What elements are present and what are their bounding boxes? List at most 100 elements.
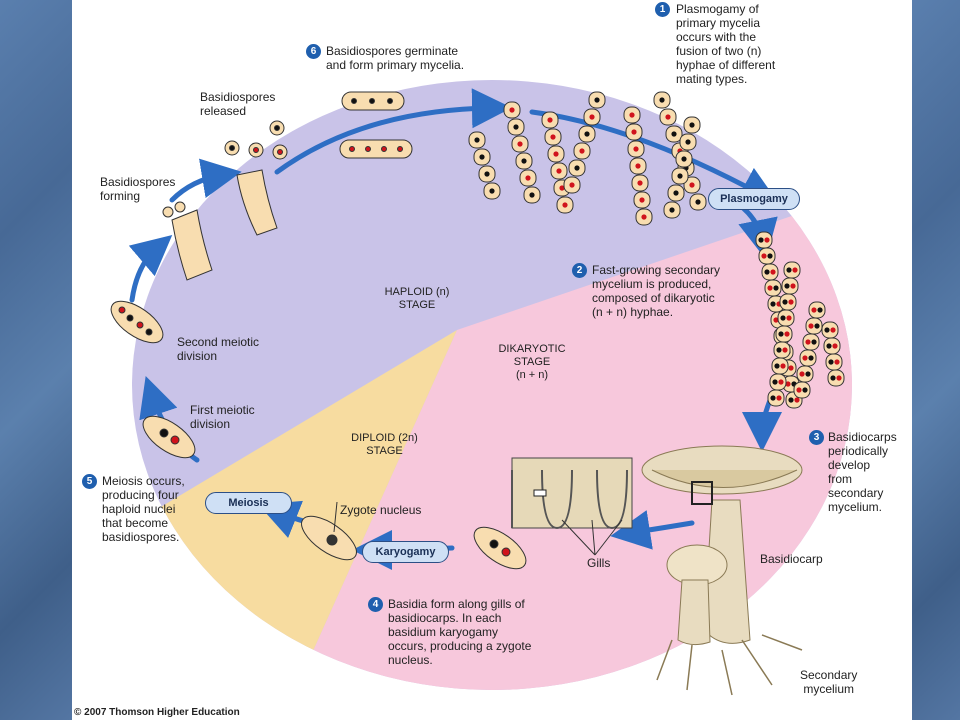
nucleus [594, 97, 600, 103]
nucleus [553, 151, 559, 157]
basidiocarp-label: Basidiocarp [760, 552, 823, 566]
nucleus [695, 199, 701, 205]
nucleus [805, 371, 811, 377]
nucleus [484, 171, 490, 177]
dikaryotic-stage-label: DIKARYOTIC STAGE (n + n) [498, 343, 566, 381]
secondary-hyphae [755, 231, 845, 409]
basidia-group [110, 120, 527, 570]
nucleus [788, 299, 794, 305]
nucleus [828, 359, 834, 365]
nucleus [525, 175, 531, 181]
nucleus [808, 355, 814, 361]
arrow-to-released [169, 158, 242, 203]
nucleus [635, 163, 641, 169]
nucleus [489, 188, 495, 194]
step-5-number: 5 [82, 474, 97, 489]
nucleus [569, 182, 575, 188]
step-4-number: 4 [368, 597, 383, 612]
zygote-nucleus-label: Zygote nucleus [340, 503, 422, 517]
basidiospores-forming-label: Basidiospores forming [100, 175, 176, 203]
copyright-text: © 2007 Thomson Higher Education [74, 707, 240, 718]
life-cycle-diagram: HAPLOID (n) STAGE DIKARYOTIC STAGE (n + … [72, 0, 912, 720]
step-2-text: Fast-growing secondary mycelium is produ… [592, 263, 721, 319]
nucleus [782, 299, 788, 305]
nucleus [669, 207, 675, 213]
nucleus [808, 323, 814, 329]
nucleus [814, 323, 820, 329]
dikaryotic-region [282, 175, 852, 690]
arrow-released-to-germinate [274, 88, 512, 175]
basidiocarp-illustration [641, 445, 803, 696]
hypha-cell [827, 369, 845, 387]
step-5-text: Meiosis occurs, producing four haploid n… [102, 474, 185, 544]
nucleus [811, 307, 817, 313]
nucleus [773, 317, 779, 323]
nucleus [834, 359, 840, 365]
nucleus [633, 146, 639, 152]
diagram-canvas [110, 80, 852, 696]
nucleus [772, 379, 778, 385]
nucleus [784, 283, 790, 289]
nucleus [780, 315, 786, 321]
nucleus [521, 158, 527, 164]
nucleus [778, 379, 784, 385]
nucleus [767, 285, 773, 291]
nucleus [584, 131, 590, 137]
nucleus [786, 315, 792, 321]
leader-lines [333, 501, 623, 556]
slide-background-left [0, 0, 72, 720]
nucleus [529, 192, 535, 198]
nucleus [817, 307, 823, 313]
nucleus [479, 154, 485, 160]
nucleus [788, 397, 794, 403]
nucleus [794, 397, 800, 403]
nucleus [689, 182, 695, 188]
nucleus [799, 371, 805, 377]
primary-hyphae [468, 91, 707, 226]
nucleus [770, 269, 776, 275]
gills-illustration [511, 457, 633, 530]
nucleus [792, 267, 798, 273]
nucleus [788, 365, 794, 371]
basidiospores-released-label: Basidiospores released [200, 90, 276, 118]
germinating-spores [339, 91, 413, 159]
nucleus [574, 165, 580, 171]
nucleus [474, 137, 480, 143]
nucleus [785, 381, 791, 387]
nucleus [790, 283, 796, 289]
hypha-cell [767, 389, 785, 407]
nucleus [758, 237, 764, 243]
nucleus [830, 327, 836, 333]
nucleus [677, 173, 683, 179]
second-meiotic-label: Second meiotic division [177, 335, 260, 363]
nucleus [832, 343, 838, 349]
nucleus [824, 327, 830, 333]
nucleus [641, 214, 647, 220]
nucleus [659, 97, 665, 103]
nucleus [556, 168, 562, 174]
nucleus [767, 253, 773, 259]
nucleus [547, 117, 553, 123]
nucleus [764, 237, 770, 243]
diploid-stage-label: DIPLOID (2n) STAGE [351, 432, 418, 457]
nucleus [562, 202, 568, 208]
nucleus [589, 114, 595, 120]
nucleus [770, 301, 776, 307]
step-1-text: Plasmogamy of primary mycelia occurs wit… [676, 2, 776, 86]
nucleus [639, 197, 645, 203]
nucleus [509, 107, 515, 113]
nucleus [796, 387, 802, 393]
nucleus [805, 339, 811, 345]
karyogamy-label: Karyogamy [362, 541, 449, 563]
nucleus [811, 339, 817, 345]
nucleus [786, 267, 792, 273]
nucleus [673, 190, 679, 196]
nucleus [513, 124, 519, 130]
hypha-cell [793, 381, 811, 399]
nucleus [671, 131, 677, 137]
step-3-text: Basidiocarps periodically develop from s… [828, 430, 897, 514]
nucleus [761, 253, 767, 259]
plasmogamy-label: Plasmogamy [708, 188, 800, 210]
nucleus [802, 355, 808, 361]
nucleus [784, 331, 790, 337]
